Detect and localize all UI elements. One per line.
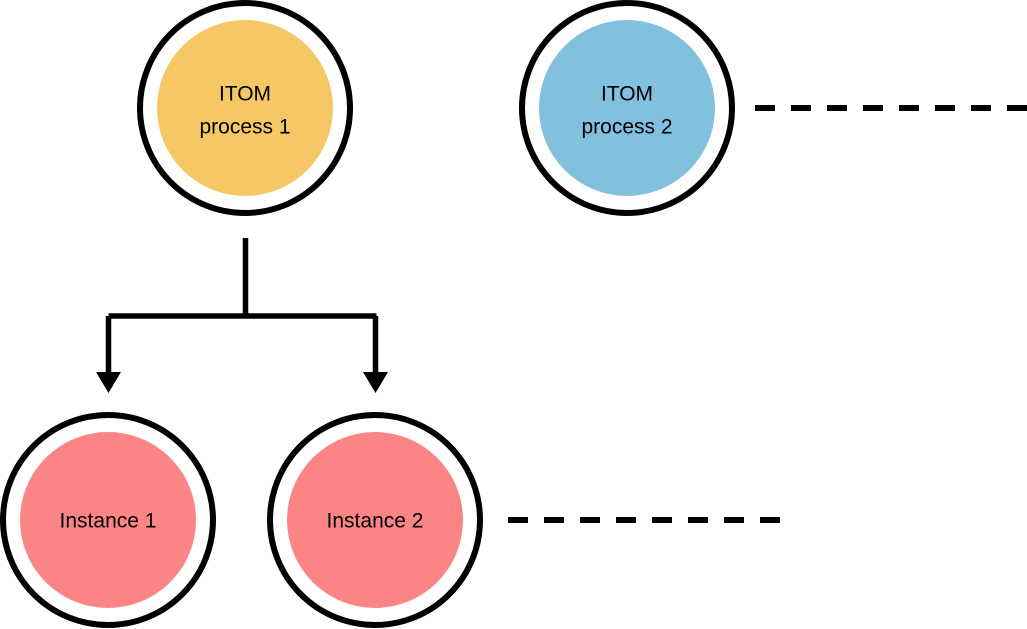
- node-instance-1-disc[interactable]: [20, 432, 196, 608]
- node-itom-process-1-ring: [137, 0, 353, 216]
- arrowhead-to-instance-1-icon: [96, 372, 121, 393]
- node-instance-2-label: Instance 2: [327, 510, 424, 533]
- node-instance-2-ring: [267, 412, 483, 628]
- node-instance-2[interactable]: Instance 2: [267, 412, 483, 628]
- node-itom-process-1-disc[interactable]: [157, 20, 333, 196]
- tree-connector-group: [96, 238, 388, 393]
- arrowhead-to-instance-2-icon: [363, 372, 388, 393]
- node-itom-process-1[interactable]: ITOM process 1: [137, 0, 353, 216]
- node-itom-process-2-label-line2: process 2: [581, 116, 672, 139]
- node-itom-process-1-label-line2: process 1: [199, 116, 290, 139]
- node-instance-2-disc[interactable]: [287, 432, 463, 608]
- node-instance-1[interactable]: Instance 1: [0, 412, 216, 628]
- dashed-links-group: [508, 105, 1027, 523]
- node-instance-1-ring: [0, 412, 216, 628]
- node-itom-process-1-label-line1: ITOM: [219, 83, 271, 106]
- node-itom-process-2-disc[interactable]: [539, 20, 715, 196]
- node-itom-process-2[interactable]: ITOM process 2: [519, 0, 735, 216]
- node-instance-1-label: Instance 1: [60, 510, 157, 533]
- node-itom-process-2-label-line1: ITOM: [601, 83, 653, 106]
- node-itom-process-2-ring: [519, 0, 735, 216]
